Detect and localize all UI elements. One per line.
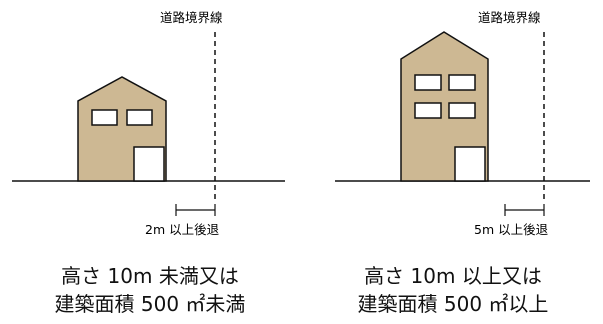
right-setback-dimension — [504, 204, 545, 216]
left-window — [91, 109, 118, 126]
right-caption-line1: 高さ 10m 以上又は — [364, 264, 542, 288]
left-setback-dimension — [175, 204, 216, 216]
right-boundary-label: 道路境界線 — [478, 10, 541, 25]
right-door — [454, 146, 486, 182]
left-boundary-label: 道路境界線 — [160, 10, 223, 25]
left-panel: 道路境界線 2m 以上後退 — [12, 10, 285, 237]
right-window — [448, 102, 476, 119]
left-door — [133, 146, 165, 182]
left-setback-label: 2m 以上後退 — [145, 222, 220, 237]
right-caption-line2: 建築面積 500 ㎡以上 — [357, 292, 549, 316]
left-caption-line1: 高さ 10m 未満又は — [61, 264, 239, 288]
right-window — [414, 74, 442, 91]
right-caption: 高さ 10m 以上又は 建築面積 500 ㎡以上 — [303, 262, 603, 318]
right-window — [448, 74, 476, 91]
right-panel: 道路境界線 5m 以上後退 — [335, 10, 590, 237]
left-caption: 高さ 10m 未満又は 建築面積 500 ㎡未満 — [0, 262, 300, 318]
right-setback-label: 5m 以上後退 — [474, 222, 549, 237]
left-window — [126, 109, 153, 126]
left-caption-line2: 建築面積 500 ㎡未満 — [54, 292, 246, 316]
right-window — [414, 102, 442, 119]
